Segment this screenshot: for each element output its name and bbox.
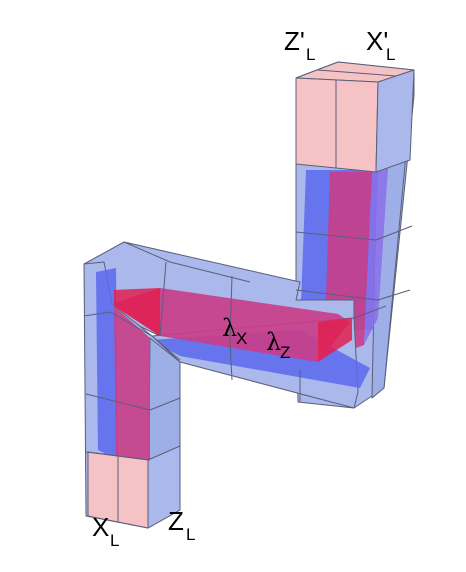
left-end-cap <box>87 445 181 529</box>
right-end-cap <box>295 61 415 173</box>
left-column-blue-strip <box>96 268 118 460</box>
label-x-right-sub: L <box>386 45 395 64</box>
label-lambda-z-symbol: λ <box>266 328 281 356</box>
bar-red-junction <box>318 318 352 362</box>
label-z-right-sub: L <box>306 45 315 64</box>
label-lambda-z: λ Z <box>266 328 290 362</box>
edge-line <box>149 397 181 411</box>
label-x-left-main: X <box>92 512 109 542</box>
right-cap-side <box>375 69 415 173</box>
edge-line <box>229 275 233 381</box>
left-cap-side <box>147 445 181 529</box>
label-z-left: Z L <box>168 506 195 544</box>
left-column-red-top <box>114 288 160 336</box>
edge-line <box>295 225 413 241</box>
label-x-left-sub: L <box>110 531 119 550</box>
edge-line <box>85 451 151 461</box>
left-column-red-strip <box>114 306 150 460</box>
edge-line <box>83 311 181 361</box>
edge-line <box>85 393 151 411</box>
label-lambda-x-sub: X <box>236 329 247 348</box>
right-column-violet <box>364 168 388 345</box>
label-x-right: X' L <box>366 26 395 64</box>
edge-line <box>123 241 251 283</box>
right-cap-top-divider <box>317 69 397 77</box>
edge-line <box>295 289 411 301</box>
label-z-right-main: Z' <box>284 26 305 56</box>
label-z-left-main: Z <box>168 506 184 536</box>
right-cap-front <box>295 77 379 173</box>
edge-line <box>159 261 167 337</box>
label-lambda-x-symbol: λ <box>222 314 237 342</box>
label-x-left: X L <box>92 512 119 550</box>
label-lambda-x: λ X <box>222 314 247 348</box>
label-z-left-sub: L <box>186 525 195 544</box>
cube-edges <box>83 225 413 461</box>
edge-line <box>353 305 387 319</box>
label-z-right: Z' L <box>284 26 315 64</box>
label-x-right-main: X' <box>366 26 388 56</box>
label-lambda-z-sub: Z <box>280 343 290 362</box>
